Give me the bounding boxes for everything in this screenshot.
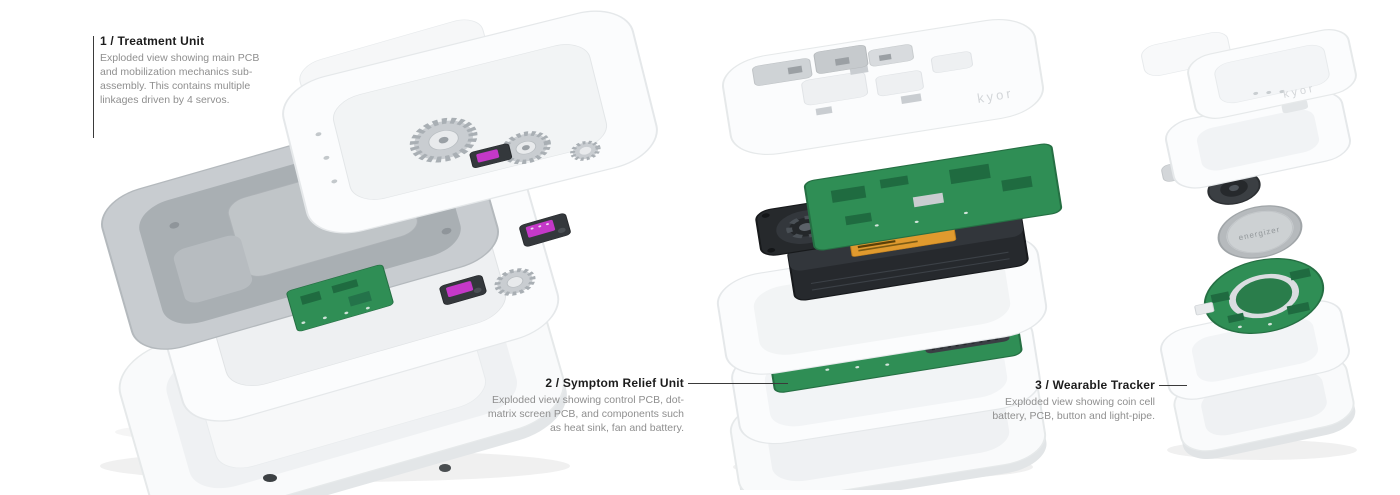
servo-motor (519, 213, 571, 247)
servo-motor (469, 143, 513, 168)
annotation-description: Exploded view showing control PCB, dot-m… (487, 394, 684, 434)
annotation-description: Exploded view showing coin cell battery,… (992, 396, 1155, 422)
kyor-logo: kyor (976, 85, 1014, 106)
control-pcb (803, 143, 1063, 251)
gear (570, 140, 601, 161)
annotation-wearable-tracker: 3 / Wearable Tracker Exploded view showi… (985, 378, 1155, 423)
coin-cell-battery (1217, 205, 1303, 259)
wearable-tracker-illustration: energizer kyor (1141, 29, 1357, 460)
leader-line-treatment (93, 36, 94, 138)
annotation-title: 1 / Treatment Unit (100, 34, 205, 48)
symptom-relief-unit-illustration: kyor (716, 19, 1063, 490)
annotation-description: Exploded view showing main PCB and mobil… (100, 52, 260, 106)
top-cover (1187, 29, 1357, 119)
lower-frame (1160, 300, 1350, 400)
leader-line-symptom (688, 383, 788, 384)
annotation-treatment-unit: 1 / Treatment Unit Exploded view showing… (100, 34, 268, 107)
gear (409, 117, 478, 163)
annotation-title: 3 / Wearable Tracker (1035, 378, 1155, 392)
annotation-title: 2 / Symptom Relief Unit (545, 376, 684, 390)
annotation-symptom-relief-unit: 2 / Symptom Relief Unit Exploded view sh… (474, 376, 684, 435)
main-pcb (286, 264, 394, 332)
tracker-pcb (1194, 258, 1325, 334)
leader-line-wearable (1159, 385, 1187, 386)
servo-motor (439, 275, 487, 305)
light-pipe-ring (1228, 273, 1300, 319)
top-mechanism (752, 44, 914, 86)
treatment-unit-illustration (100, 10, 658, 495)
gear (494, 268, 536, 296)
top-frame (282, 10, 658, 234)
top-cover (721, 19, 1045, 155)
connector (1194, 302, 1215, 316)
rubber-foot (439, 464, 451, 472)
rubber-foot (263, 474, 277, 482)
screen-module (787, 213, 1029, 301)
